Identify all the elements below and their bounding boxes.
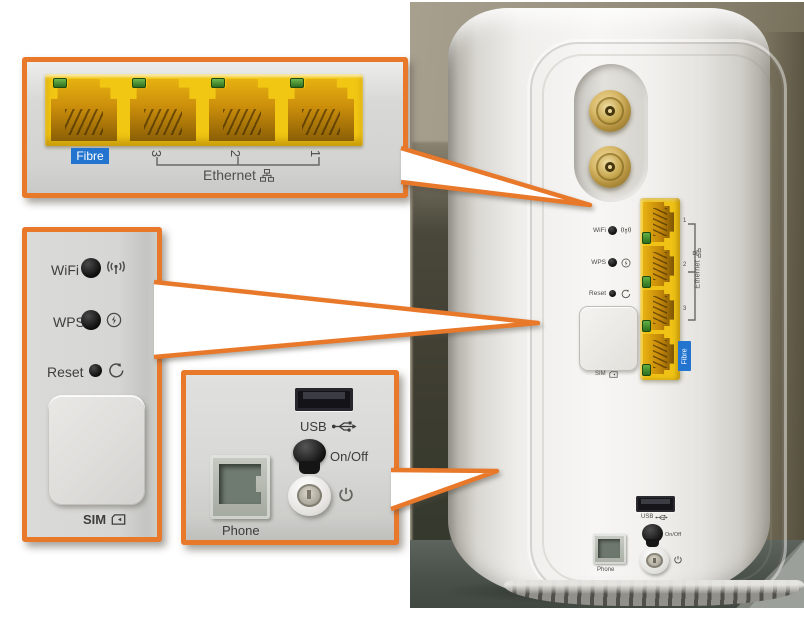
wall-shadow-left — [412, 142, 452, 550]
ethernet-group-label: Ethernet — [203, 167, 274, 183]
sim-label-row: SIM — [83, 512, 126, 527]
device-port-bracket — [688, 223, 696, 321]
device-wifi-label: WiFi — [593, 227, 606, 234]
ethernet-port-2 — [209, 79, 275, 141]
device-port-number-2: 2 — [683, 262, 687, 268]
callout-ethernet-ports: Fibre 3 2 1 Ethernet — [22, 57, 408, 198]
device-usb-label-row: USB — [641, 514, 669, 521]
usb-icon — [331, 421, 357, 432]
antenna-signal-icon — [107, 261, 125, 274]
reset-icon — [109, 362, 124, 378]
power-jack — [288, 476, 331, 516]
ethernet-port-fibre — [51, 79, 117, 141]
antenna-connector-top — [589, 90, 631, 132]
reset-hole — [89, 364, 102, 377]
port-led — [642, 364, 651, 376]
antenna-signal-icon — [621, 226, 631, 234]
device-ethernet-label: Ethernet — [691, 230, 704, 308]
reset-icon — [621, 289, 631, 299]
device-wps-button — [608, 258, 617, 267]
antenna-connector-bottom — [589, 146, 631, 188]
device-port-number-1: 1 — [683, 218, 687, 224]
wps-icon — [106, 312, 122, 328]
power-jack-pin — [653, 558, 656, 563]
usb-text: USB — [300, 419, 327, 434]
router-photo: 1 2 3 Ethernet Fibre WiFi — [410, 2, 804, 608]
onoff-label: On/Off — [330, 449, 369, 464]
device-sim-door — [579, 306, 638, 371]
sim-text: SIM — [83, 512, 107, 527]
device-phone-label: Phone — [597, 567, 615, 573]
device-wps-label: WPS — [591, 259, 606, 266]
callout-buttons-sim: WiFi WPS Reset SIM — [22, 227, 162, 542]
ethernet-panel-closeup — [45, 74, 363, 146]
ethernet-network-icon — [259, 168, 274, 182]
fibre-badge: Fibre — [71, 148, 109, 164]
wps-label: WPS — [53, 314, 85, 330]
usb-icon — [655, 514, 669, 521]
power-icon — [339, 487, 353, 502]
device-fibre-badge: Fibre — [678, 341, 691, 371]
ethernet-text: Ethernet — [203, 167, 256, 183]
device-ethernet-text: Ethernet — [692, 260, 702, 289]
power-icon — [674, 556, 682, 564]
port-led — [642, 320, 651, 332]
onoff-knob-stem — [299, 461, 320, 474]
wifi-label: WiFi — [51, 262, 79, 278]
ethernet-port-1 — [288, 79, 354, 141]
device-usb-port — [636, 496, 675, 512]
sim-card-icon — [111, 514, 126, 525]
port-led — [290, 78, 304, 88]
sim-card-icon — [609, 371, 618, 378]
device-reset-label: Reset — [589, 290, 606, 297]
port-led — [53, 78, 67, 88]
port-led — [642, 232, 651, 244]
usb-label-row: USB — [300, 419, 357, 434]
wps-button — [81, 310, 101, 330]
device-wifi-button — [608, 226, 617, 235]
antenna-connector-pin — [605, 106, 615, 116]
device-power-jack — [640, 547, 669, 574]
device-sim-label-row: SIM — [595, 371, 618, 378]
device-sim-text: SIM — [595, 371, 606, 377]
router-body: 1 2 3 Ethernet Fibre WiFi — [448, 8, 804, 606]
wifi-button — [81, 258, 101, 278]
power-jack-pin — [307, 490, 311, 499]
device-port-number-3: 3 — [683, 306, 687, 312]
device-onoff-knob — [642, 524, 663, 543]
sim-door — [48, 395, 145, 505]
device-reset-hole — [609, 290, 616, 297]
antenna-connector-pin — [605, 162, 615, 172]
ethernet-network-icon — [692, 248, 701, 258]
ventilation-fins — [504, 580, 804, 606]
device-usb-text: USB — [641, 514, 654, 520]
device-ethernet-panel — [640, 198, 680, 380]
device-onoff-knob-stem — [646, 539, 659, 547]
device-ethernet-port-1 — [643, 202, 674, 242]
wps-icon — [621, 258, 631, 268]
reset-label: Reset — [47, 364, 84, 380]
port-led — [211, 78, 225, 88]
callout-usb-power-phone: USB On/Off Phone — [181, 370, 399, 545]
phone-port-opening — [219, 464, 261, 504]
device-onoff-label: On/Off — [665, 532, 682, 538]
device-fibre-port — [643, 334, 674, 374]
ethernet-port-3 — [130, 79, 196, 141]
phone-label: Phone — [222, 523, 260, 538]
device-fibre-text: Fibre — [681, 348, 689, 364]
ethernet-group-bracket — [156, 157, 320, 166]
device-phone-port — [593, 534, 626, 564]
port-led — [132, 78, 146, 88]
phone-port — [210, 455, 270, 519]
port-led — [642, 276, 651, 288]
usb-port — [295, 388, 353, 411]
